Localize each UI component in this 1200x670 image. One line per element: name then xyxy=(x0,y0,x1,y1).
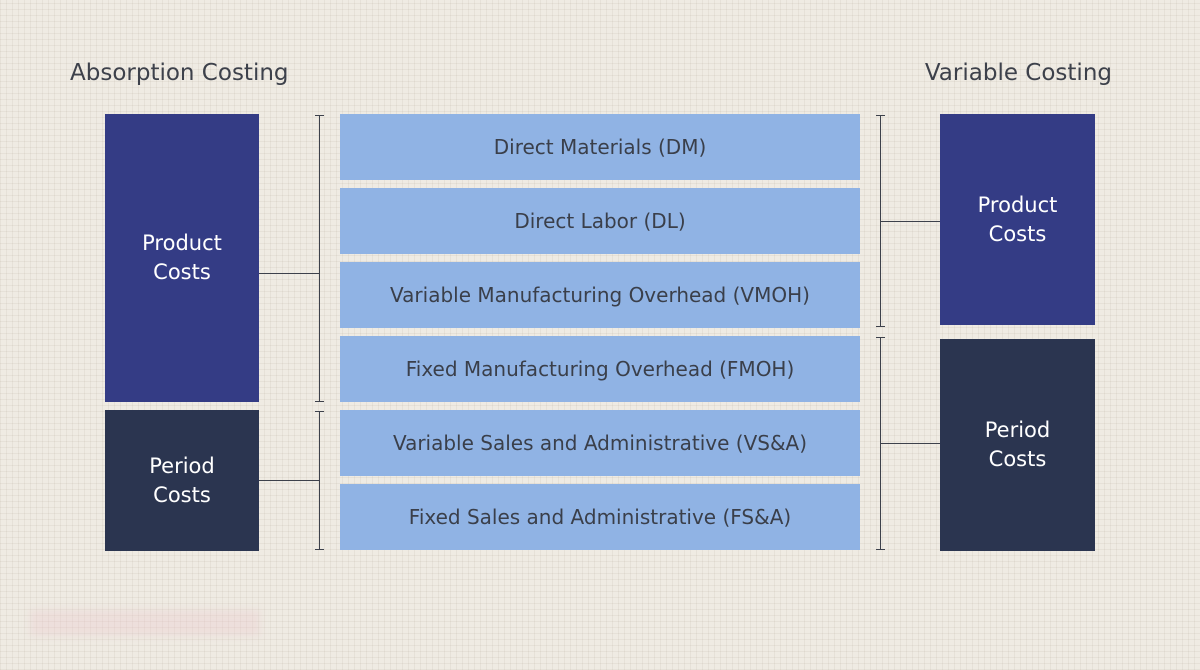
absorption-product-bracket xyxy=(315,115,324,402)
cost-item-direct-labor: Direct Labor (DL) xyxy=(340,188,860,254)
absorption-costing-heading: Absorption Costing xyxy=(70,60,289,86)
cost-item-variable-sales-admin: Variable Sales and Administrative (VS&A) xyxy=(340,410,860,476)
blurred-watermark xyxy=(30,610,260,636)
absorption-product-connector xyxy=(259,273,319,274)
absorption-product-costs-box: Product Costs xyxy=(105,114,259,402)
cost-item-fixed-sales-admin: Fixed Sales and Administrative (FS&A) xyxy=(340,484,860,550)
absorption-product-costs-label: Product Costs xyxy=(142,231,222,284)
variable-period-costs-label: Period Costs xyxy=(984,418,1051,471)
variable-period-costs-box: Period Costs xyxy=(940,339,1095,551)
absorption-period-costs-box: Period Costs xyxy=(105,410,259,551)
cost-item-fixed-manufacturing-overhead: Fixed Manufacturing Overhead (FMOH) xyxy=(340,336,860,402)
absorption-period-bracket xyxy=(315,411,324,550)
absorption-period-connector xyxy=(259,480,319,481)
absorption-period-costs-label: Period Costs xyxy=(149,453,215,507)
variable-product-connector xyxy=(880,221,940,222)
variable-costing-heading: Variable Costing xyxy=(924,60,1112,86)
cost-item-variable-manufacturing-overhead: Variable Manufacturing Overhead (VMOH) xyxy=(340,262,860,328)
variable-product-costs-label: Product Costs xyxy=(977,192,1058,246)
cost-item-direct-materials: Direct Materials (DM) xyxy=(340,114,860,180)
variable-product-costs-box: Product Costs xyxy=(940,114,1095,325)
variable-period-connector xyxy=(880,443,940,444)
